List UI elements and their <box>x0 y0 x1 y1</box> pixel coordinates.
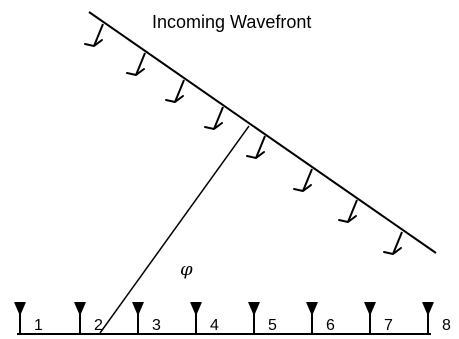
wavefront-arrow <box>165 79 185 103</box>
element-label: 2 <box>94 317 103 334</box>
arrow-head <box>383 247 402 255</box>
element-label: 4 <box>210 317 219 334</box>
antenna-icon <box>74 302 86 316</box>
wavefront-arrow <box>246 135 266 159</box>
element-label: 3 <box>152 317 161 334</box>
arrow-shaft <box>392 231 403 255</box>
arrow-head <box>338 215 357 223</box>
element-label: 6 <box>326 317 335 334</box>
diagram-title: Incoming Wavefront <box>152 12 311 32</box>
arrow-head <box>165 95 184 103</box>
array-element: 5 <box>248 302 277 334</box>
arrow-head <box>126 68 145 76</box>
antenna-icon <box>422 302 434 316</box>
arrow-shaft <box>213 106 224 130</box>
array-elements: 1 2 3 4 5 6 7 8 <box>14 302 451 334</box>
wavefront-arrow <box>126 52 146 76</box>
angle-label: φ <box>180 259 193 280</box>
array-element: 7 <box>364 302 393 334</box>
array-element: 8 <box>422 302 451 334</box>
antenna-icon <box>248 302 260 316</box>
wavefront-arrow <box>84 23 104 47</box>
arrow-shaft <box>174 79 185 103</box>
array-element: 3 <box>132 302 161 334</box>
element-label: 8 <box>442 317 451 334</box>
arrow-shaft <box>302 168 313 192</box>
arrow-shaft <box>347 199 358 223</box>
wavefront-arrows <box>84 23 403 255</box>
wavefront-line <box>88 11 437 254</box>
array-element: 4 <box>190 302 219 334</box>
antenna-icon <box>364 302 376 316</box>
array-element: 6 <box>306 302 335 334</box>
arrow-shaft <box>255 135 266 159</box>
element-label: 5 <box>268 317 277 334</box>
antenna-icon <box>14 302 26 316</box>
arrow-head <box>293 184 312 192</box>
arrow-shaft <box>93 23 104 47</box>
array-element: 1 <box>14 302 43 334</box>
antenna-icon <box>306 302 318 316</box>
element-label: 7 <box>384 317 393 334</box>
arrow-shaft <box>135 52 146 76</box>
element-label: 1 <box>34 317 43 334</box>
arrow-head <box>204 122 223 130</box>
antenna-icon <box>132 302 144 316</box>
array-element: 2 <box>74 302 103 334</box>
wavefront-arrow <box>204 106 224 130</box>
perpendicular-line <box>99 125 250 334</box>
arrow-head <box>84 39 103 47</box>
wavefront-arrow <box>338 199 358 223</box>
wavefront-arrow <box>383 231 403 255</box>
wavefront-arrow <box>293 168 313 192</box>
antenna-icon <box>190 302 202 316</box>
arrow-head <box>246 151 265 159</box>
